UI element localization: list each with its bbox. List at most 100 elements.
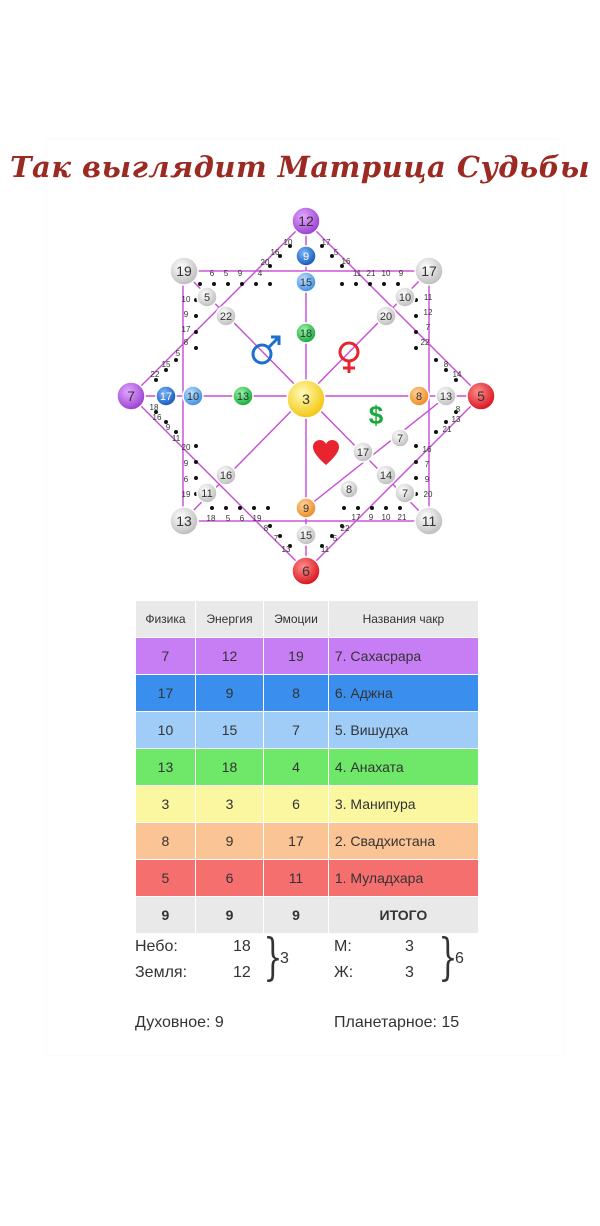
bottom-inner-point: 15 bbox=[295, 524, 317, 546]
total-value: 9 bbox=[194, 896, 265, 934]
female-label: Ж: bbox=[334, 964, 354, 981]
column-header-physics: Физика bbox=[135, 600, 196, 638]
personal-brace: } bbox=[263, 928, 283, 986]
total-value: 9 bbox=[263, 896, 329, 934]
corner-point: 17 bbox=[414, 256, 444, 286]
age-label: 9 bbox=[399, 269, 404, 278]
chakra-name-cell: 3. Манипура bbox=[327, 785, 480, 823]
chakra-value-cell: 9 bbox=[194, 674, 265, 712]
age-label: 11 bbox=[353, 269, 362, 278]
top-inner-point: 9 bbox=[295, 245, 317, 267]
chakra-name-cell: 5. Вишудха bbox=[327, 711, 480, 749]
chakra-name-cell: 2. Свадхистана bbox=[327, 822, 480, 860]
left-inner-point-value: 17 bbox=[160, 391, 172, 403]
bottom-point: 6 bbox=[291, 556, 321, 586]
earth-label: Земля: bbox=[135, 964, 188, 981]
corner-inner-point: 14 bbox=[375, 464, 397, 486]
bottom-inner-point-value: 9 bbox=[303, 503, 309, 515]
corner-inner-point-value: 22 bbox=[220, 311, 232, 323]
age-label: 20 bbox=[261, 258, 270, 267]
chakra-value-cell: 7 bbox=[263, 711, 329, 749]
age-label: 22 bbox=[421, 338, 430, 347]
column-header-emotions: Эмоции bbox=[263, 600, 329, 638]
left-inner-point: 10 bbox=[182, 385, 204, 407]
age-label: 5 bbox=[176, 349, 181, 358]
right-point: 5 bbox=[466, 381, 496, 411]
chakra-value-cell: 5 bbox=[135, 859, 196, 897]
female-symbol bbox=[338, 341, 360, 373]
age-label: 14 bbox=[453, 370, 462, 379]
age-label: 5 bbox=[224, 269, 229, 278]
right-point-value: 5 bbox=[477, 388, 485, 404]
age-label: 8 bbox=[264, 524, 269, 533]
corner-inner-point: 10 bbox=[394, 286, 416, 308]
corner-inner-point: 8 bbox=[339, 479, 359, 499]
age-label: 5 bbox=[226, 514, 231, 523]
age-label: 5 bbox=[333, 534, 338, 543]
age-label: 11 bbox=[172, 434, 181, 443]
corner-point: 11 bbox=[414, 506, 444, 536]
chakra-value-cell: 8 bbox=[135, 822, 196, 860]
corner-inner-point: 20 bbox=[375, 305, 397, 327]
corner-inner-point-value: 5 bbox=[204, 292, 210, 304]
corner-inner-point-value: 8 bbox=[346, 484, 352, 496]
top-point: 12 bbox=[291, 206, 321, 236]
age-label: 21 bbox=[398, 513, 407, 522]
corner-point-value: 13 bbox=[176, 513, 192, 529]
female-value: 3 bbox=[405, 964, 414, 981]
left-inner-point: 17 bbox=[155, 385, 177, 407]
top-inner-point: 18 bbox=[295, 322, 317, 344]
partner-brace: } bbox=[438, 928, 458, 986]
sky-label: Небо: bbox=[135, 938, 178, 955]
age-label: 19 bbox=[182, 490, 191, 499]
chakra-name-cell: 6. Аджна bbox=[327, 674, 480, 712]
money-line bbox=[305, 395, 448, 509]
chakra-name-cell: 4. Анахата bbox=[327, 748, 480, 786]
chakra-value-cell: 6 bbox=[263, 785, 329, 823]
right-inner-point-value: 13 bbox=[440, 391, 452, 403]
corner-inner-point: 17 bbox=[352, 441, 374, 463]
age-label: 18 bbox=[207, 514, 216, 523]
partner-sum: 6 bbox=[455, 950, 464, 967]
corner-inner-point: 16 bbox=[215, 464, 237, 486]
age-label: 8 bbox=[184, 338, 189, 347]
bottom-inner-point: 9 bbox=[295, 497, 317, 519]
corner-point-value: 17 bbox=[421, 263, 437, 279]
center-point-value: 3 bbox=[302, 391, 310, 407]
right-inner-point: 8 bbox=[408, 385, 430, 407]
corner-point-value: 19 bbox=[176, 263, 192, 279]
male-value: 3 bbox=[405, 938, 414, 955]
chakra-value-cell: 12 bbox=[194, 637, 265, 675]
age-label: 21 bbox=[443, 425, 452, 434]
column-header-energy: Энергия bbox=[194, 600, 265, 638]
chakra-value-cell: 6 bbox=[194, 859, 265, 897]
chakra-value-cell: 10 bbox=[135, 711, 196, 749]
age-label: 4 bbox=[258, 269, 263, 278]
corner-inner-point-value: 10 bbox=[399, 292, 411, 304]
left-inner-point-value: 13 bbox=[237, 391, 249, 403]
chakra-value-cell: 17 bbox=[263, 822, 329, 860]
destiny-matrix-diagram: 10 16 20 4 6 5 9 16 11 21 10 9 17 5 10 9… bbox=[116, 206, 496, 586]
left-inner-point: 13 bbox=[232, 385, 254, 407]
age-label: 7 bbox=[274, 534, 279, 543]
top-inner-point-value: 18 bbox=[300, 328, 312, 340]
chakra-value-cell: 8 bbox=[263, 674, 329, 712]
age-label: 8 bbox=[444, 360, 449, 369]
corner-inner-point: 5 bbox=[196, 286, 218, 308]
age-label: 18 bbox=[150, 403, 159, 412]
age-label: 9 bbox=[184, 310, 189, 319]
spiritual-value: Духовное: 9 bbox=[135, 1014, 224, 1031]
corner-point: 13 bbox=[169, 506, 199, 536]
age-label: 11 bbox=[424, 293, 433, 302]
left-point-value: 7 bbox=[127, 388, 135, 404]
age-label: 22 bbox=[341, 524, 350, 533]
chakra-value-cell: 17 bbox=[135, 674, 196, 712]
corner-inner-point-value: 17 bbox=[357, 447, 369, 459]
